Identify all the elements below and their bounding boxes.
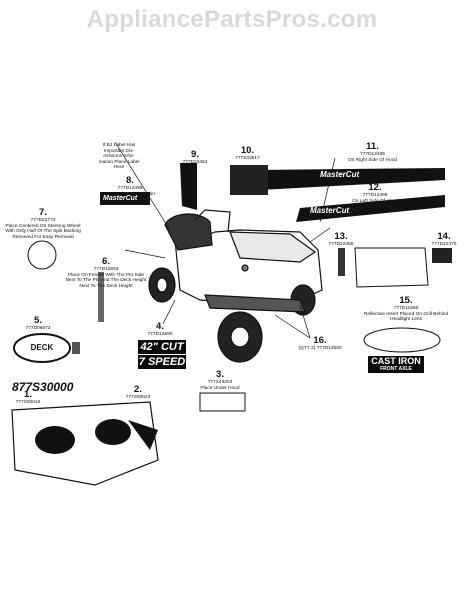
part-5-label: 5.777D06673 [25,315,51,332]
reflector-15 [363,327,441,353]
part-16-label: 16.(QTY 2) 777D12500 [298,335,342,352]
decal-13 [338,248,345,276]
decal-5-fitting [72,342,80,354]
part-10-label: 10.777S33617 [235,145,260,162]
part-14-label: 14.777D22470 [431,231,457,248]
fender-decal [100,192,150,205]
cut-decal: 42" CUT [138,340,186,354]
tractor-illustration [148,209,323,363]
decal-4-strip [98,272,104,322]
part-13-label: 13.777D22455 [328,231,354,248]
hood-decal-left [296,195,445,222]
speed-decal: 7 SPEED [138,355,186,369]
mower-deck [11,401,159,486]
watermark: AppliancePartsPros.com [86,6,378,33]
decal-5 [13,333,71,363]
decal-10 [230,165,268,195]
kit-number: 877S30000 [12,380,74,394]
decal-7 [27,240,57,270]
brand-left: MasterCut [310,206,350,215]
front-axle-decal: FRONT AXLE [368,366,424,373]
part-4-label: 4.777D12680 [147,321,173,338]
part-9-label: 9.777D22454 [182,149,208,166]
brand-fender: MasterCut [103,195,138,202]
part-1-label: 1.777S00016 [15,389,41,406]
brand-right: MasterCut [320,170,360,179]
cast-iron-decal: CAST IRON [368,356,424,366]
leader-lines [114,141,336,339]
fuel-tank [354,247,429,288]
deck-text: DECK [30,343,54,352]
part-2-label: 2.777S00023 [125,384,151,401]
decal-9 [180,163,197,210]
note-label: If BJ Label Has Important Dis-missions I… [98,143,140,171]
decal-3 [199,392,246,412]
hood-decal-right [255,168,445,190]
decal-14 [432,248,452,263]
